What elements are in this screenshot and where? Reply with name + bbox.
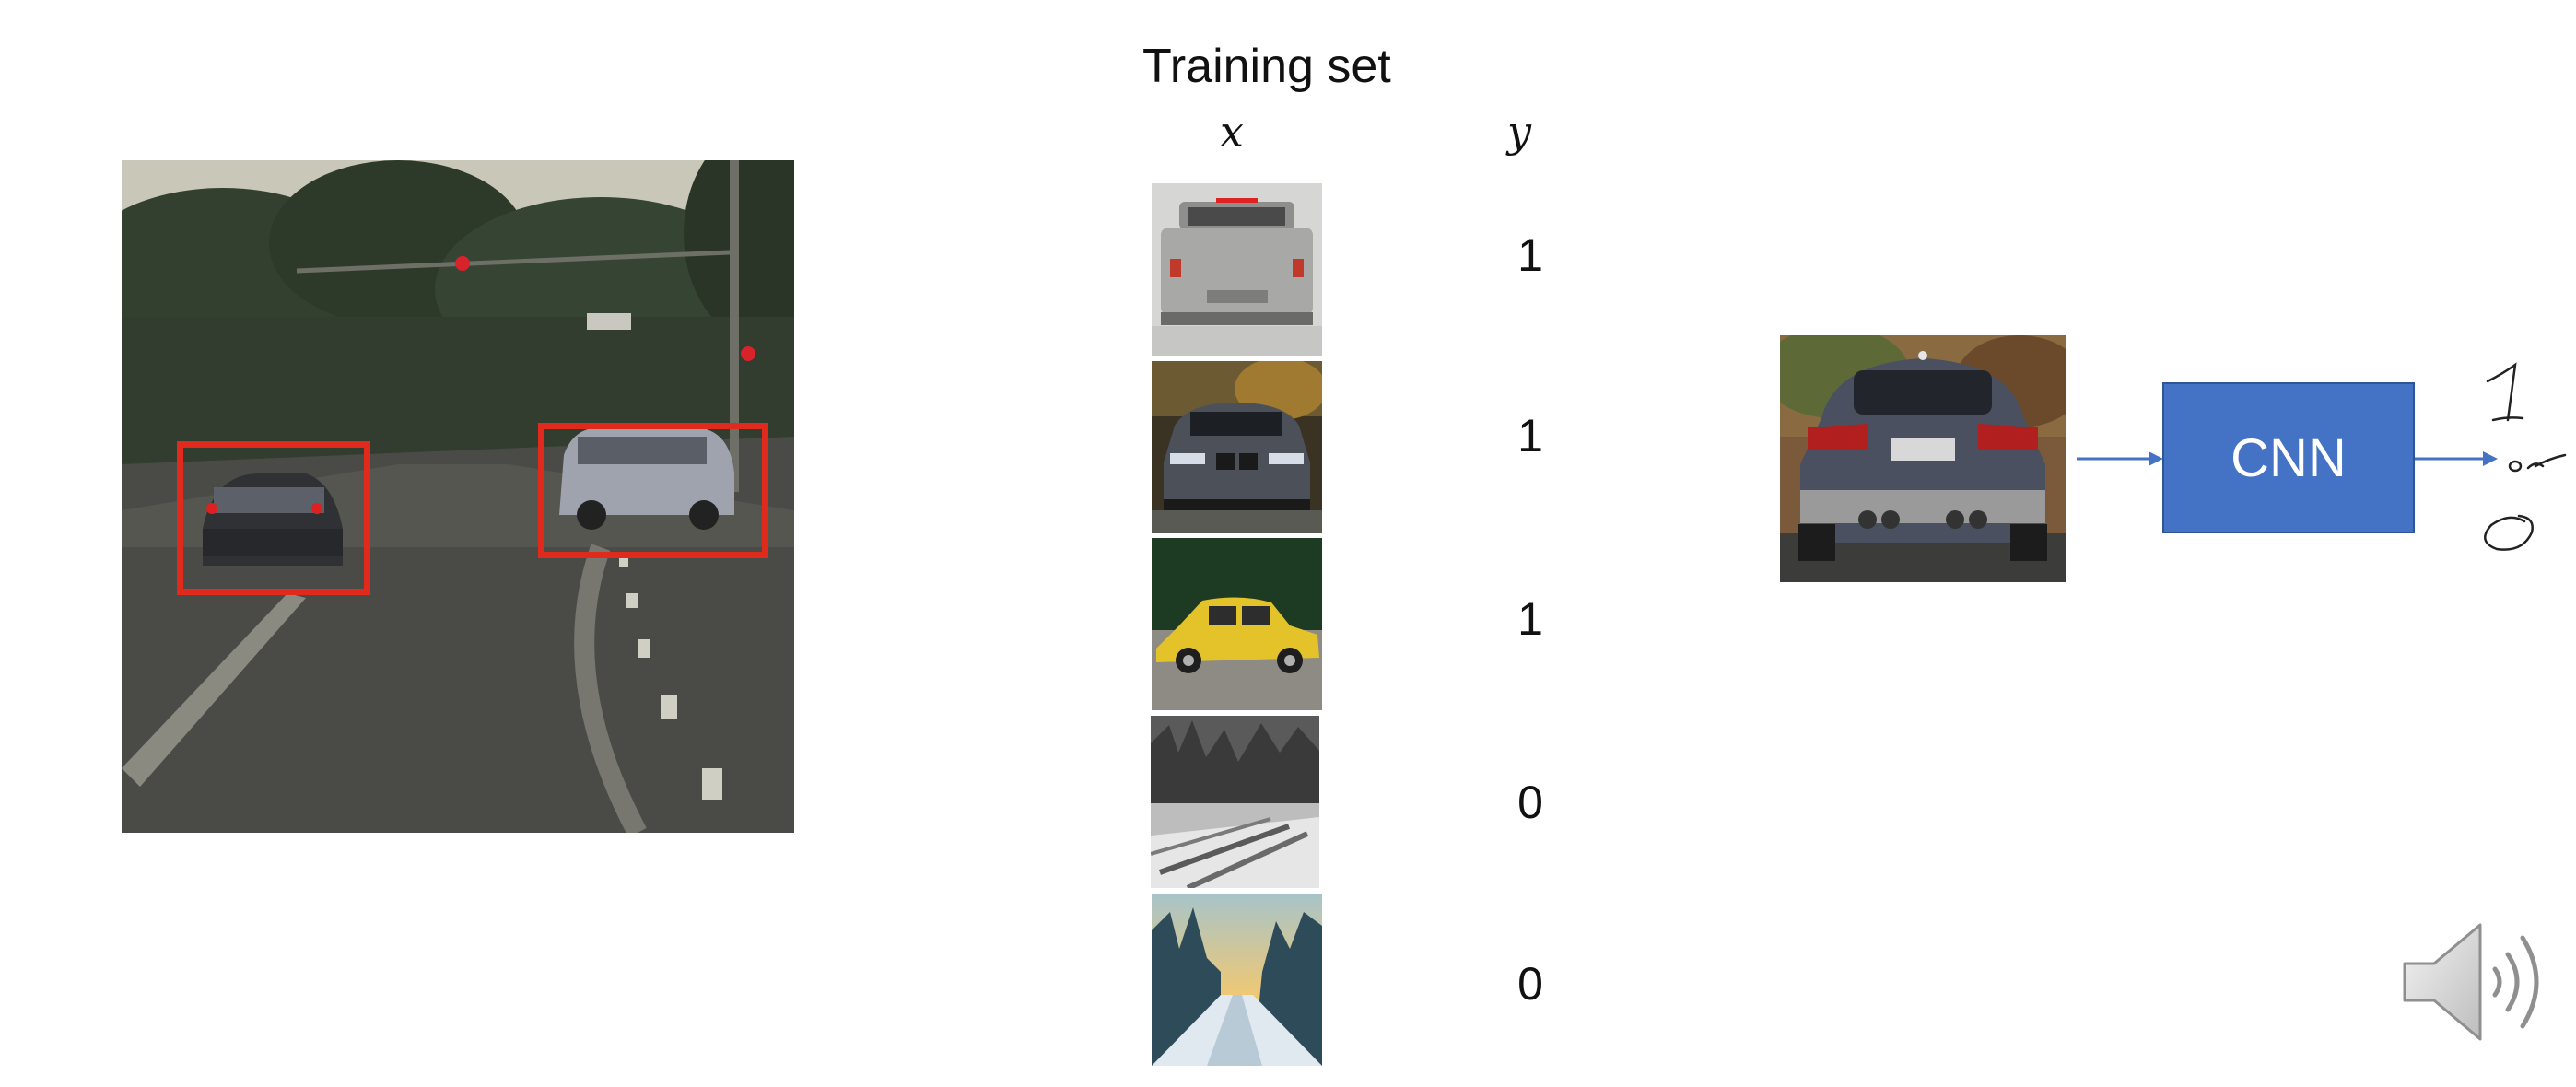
street-scene-image	[122, 160, 794, 833]
training-set-title: Training set	[1142, 40, 1391, 93]
arrow-to-cnn	[2077, 451, 2163, 466]
y-column-header: y	[1507, 107, 1531, 157]
cnn-block: CNN	[2162, 382, 2415, 533]
training-image-snow-road	[1151, 716, 1319, 888]
arrow-to-output	[2415, 451, 2498, 466]
speaker-volume-icon[interactable]	[2395, 918, 2561, 1046]
training-label-3: 1	[1517, 593, 1543, 645]
training-image-car-bmw-front	[1152, 361, 1322, 533]
training-label-1: 1	[1517, 229, 1543, 281]
training-image-winter-road	[1152, 894, 1322, 1066]
training-image-car-yellow	[1152, 538, 1322, 710]
training-label-5: 0	[1517, 958, 1543, 1010]
handwritten-output-annotation	[2484, 362, 2567, 551]
training-label-2: 1	[1517, 410, 1543, 462]
input-image-bmw-rear	[1780, 335, 2066, 582]
bounding-box-car-right	[538, 423, 768, 558]
cnn-label: CNN	[2231, 427, 2347, 488]
bounding-box-car-left	[177, 441, 370, 595]
training-label-4: 0	[1517, 777, 1543, 828]
training-image-car-suv	[1152, 183, 1322, 356]
x-column-header: x	[1220, 107, 1244, 157]
